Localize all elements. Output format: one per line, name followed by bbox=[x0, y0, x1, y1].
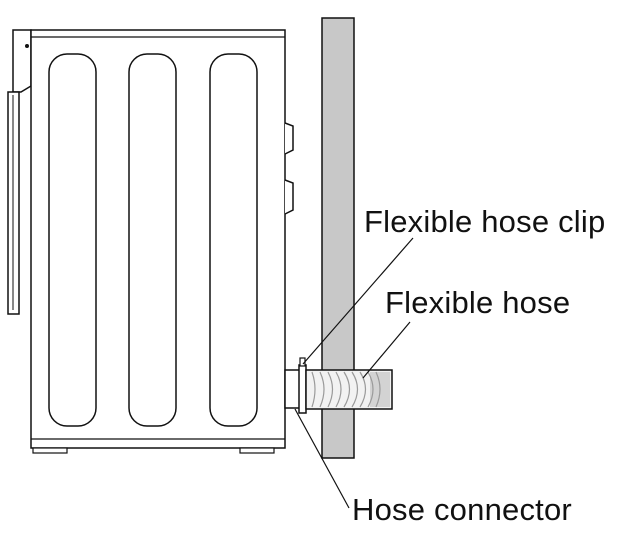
hose-corrugation bbox=[311, 371, 381, 408]
label-hose-connector: Hose connector bbox=[352, 492, 572, 527]
leader-line-clip bbox=[302, 237, 414, 365]
leader-line-connector bbox=[294, 408, 350, 509]
side-recess-3 bbox=[209, 53, 258, 427]
hose-connector bbox=[284, 369, 301, 409]
rear-bump-lower bbox=[284, 179, 294, 215]
side-recess-1 bbox=[48, 53, 97, 427]
hose-shadow bbox=[370, 372, 390, 407]
label-flexible-hose: Flexible hose bbox=[385, 285, 571, 320]
foot-rear bbox=[239, 447, 275, 454]
rear-bump-upper bbox=[284, 122, 294, 155]
leader-line-hose bbox=[362, 321, 411, 379]
label-flexible-hose-clip: Flexible hose clip bbox=[364, 204, 606, 239]
side-recess-2 bbox=[128, 53, 177, 427]
control-panel bbox=[12, 29, 32, 93]
flexible-hose-clip bbox=[298, 364, 307, 414]
indicator-dot bbox=[25, 44, 29, 48]
foot-front bbox=[32, 447, 68, 454]
